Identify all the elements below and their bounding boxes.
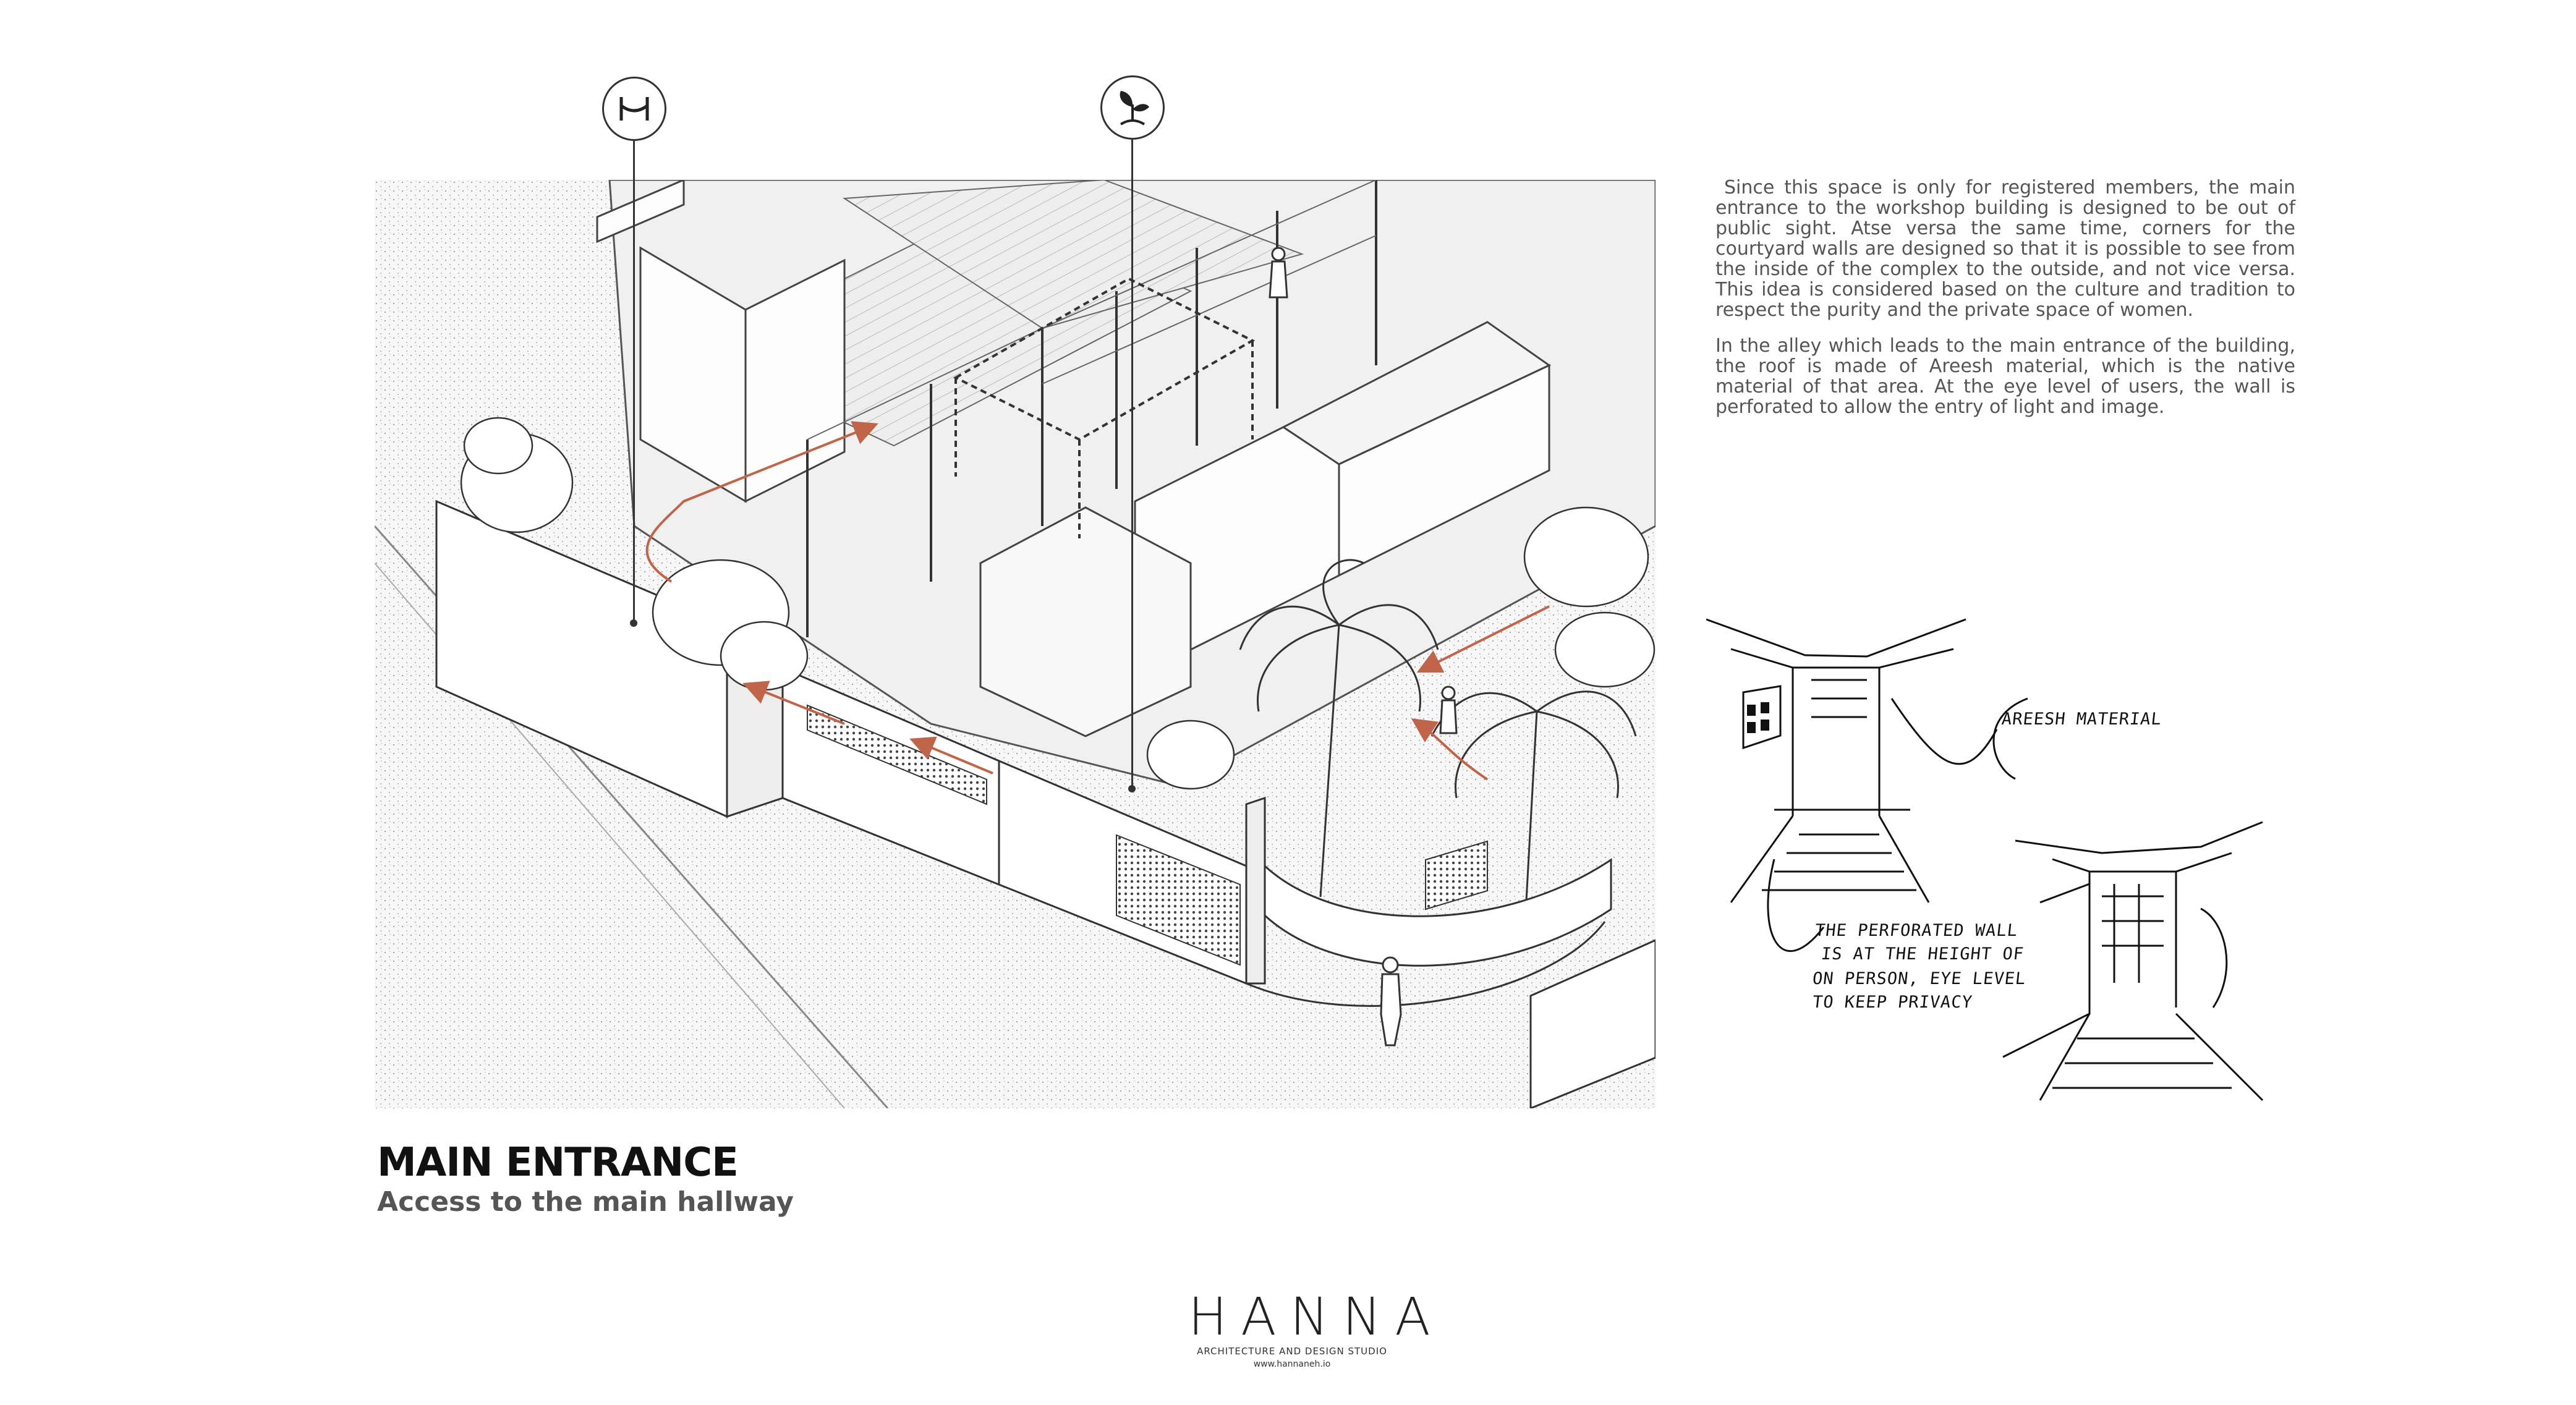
sketch-label-perforated-2: IS AT THE HEIGHT OF [1820,944,2025,964]
sketch-label-perforated-3: ON PERSON, EYE LEVEL [1811,969,2027,988]
access-path-arrows [645,421,1550,781]
hammock-callout [602,77,666,141]
perforated-gate-panel [1116,834,1241,966]
description-paragraph-2: In the alley which leads to the main ent… [1715,335,2295,418]
studio-logo: HANNA ARCHITECTURE AND DESIGN STUDIO www… [1175,1286,1444,1369]
vegetation [460,417,1656,790]
columns [806,180,1377,637]
plant-sprout-icon [1120,91,1149,125]
hammock-leader [633,141,635,623]
description-paragraph-1: Since this space is only for registered … [1715,177,2295,321]
sketch-label-areesh: AREESH MATERIAL [2000,710,2163,729]
logo-url: www.hannaneh.io [1253,1359,1331,1369]
logo-wordmark: HANNA [1188,1286,1444,1347]
people [1269,247,1458,1046]
plant-leader [1131,140,1133,789]
title-block: MAIN ENTRANCE Access to the main hallway [377,1140,794,1220]
hammock-leader-dot [630,619,637,627]
description-text: Since this space is only for registered … [1715,177,2295,433]
roof-outline-dashed [953,277,1256,538]
hammock-icon [619,97,649,121]
page-subtitle: Access to the main hallway [377,1186,794,1218]
interior-walls [596,180,1551,737]
plant-leader-dot [1128,785,1136,792]
sketch-label-perforated-1: THE PERFORATED WALL [1814,921,2019,940]
plant-callout [1100,75,1165,140]
logo-tagline: ARCHITECTURE AND DESIGN STUDIO [1197,1346,1387,1357]
palm-trees [1239,559,1637,935]
page-title: MAIN ENTRANCE [377,1140,739,1186]
axonometric-drawing [375,180,1656,1108]
hand-sketch: AREESH MATERIAL THE PERFORATED WALL IS A… [1706,612,2300,1106]
sketch-label-perforated-4: TO KEEP PRIVACY [1811,993,1974,1012]
